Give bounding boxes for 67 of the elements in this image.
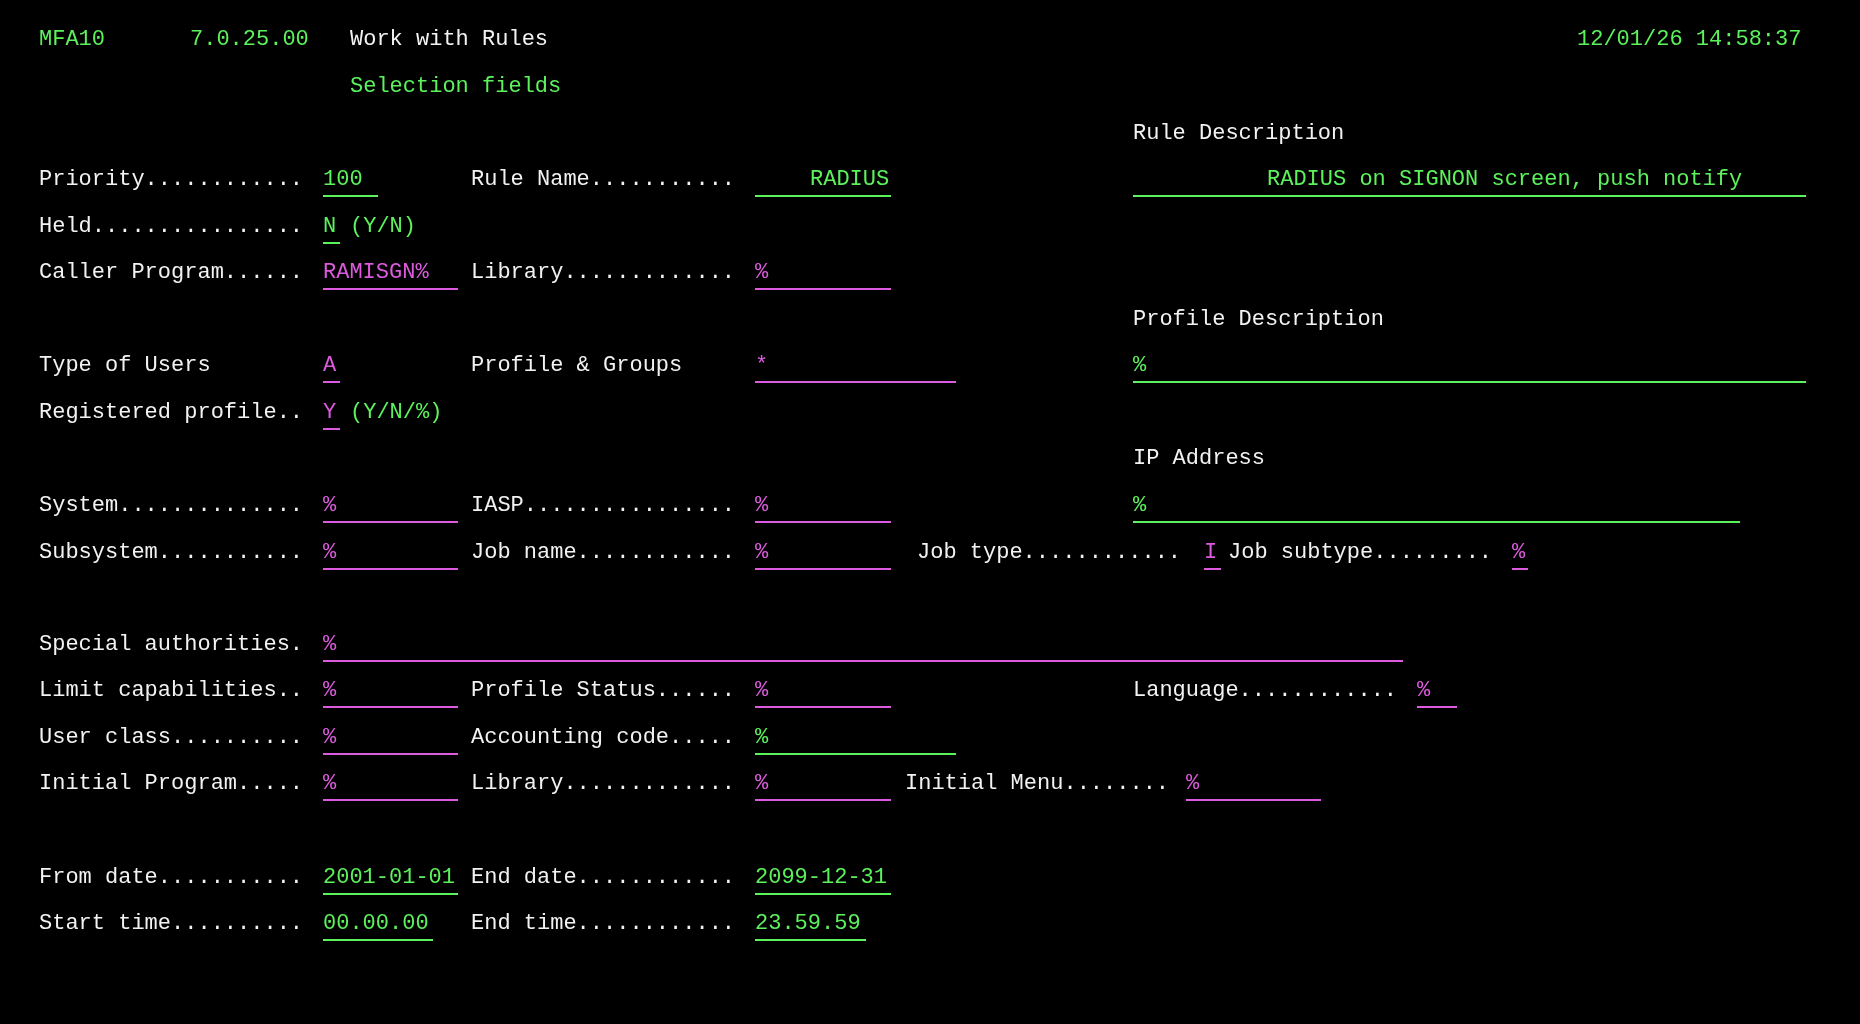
value-hint: (Y/N/%) (350, 399, 443, 427)
field-label: Library............. (471, 259, 736, 287)
field-label: Job type............ (917, 539, 1182, 567)
input-field: % (755, 769, 891, 801)
input-field: % (323, 769, 458, 801)
input-field: % (323, 676, 458, 708)
input-field: % (755, 491, 891, 523)
field-label: System.............. (39, 492, 304, 520)
field-label: Caller Program...... (39, 259, 304, 287)
field-label: Rule Name........... (471, 166, 736, 194)
input-field: % (755, 676, 891, 708)
input-field: % (1512, 538, 1528, 570)
field-label: End time............ (471, 910, 736, 938)
input-field: % (323, 491, 458, 523)
input-field: % (323, 630, 1403, 662)
input-field: 23.59.59 (755, 909, 866, 941)
field-label: Start time.......... (39, 910, 304, 938)
section-heading: Selection fields (350, 73, 562, 101)
field-label: Held................ (39, 213, 304, 241)
field-label: From date........... (39, 864, 304, 892)
input-field: N (323, 212, 340, 244)
field-label: Special authorities. (39, 631, 304, 659)
field-label: Type of Users (39, 352, 211, 380)
input-field: 2099-12-31 (755, 863, 891, 895)
input-field: RADIUS (755, 165, 891, 197)
timestamp: 12/01/26 14:58:37 (1577, 26, 1802, 54)
field-label: Subsystem........... (39, 539, 304, 567)
field-label: IASP................ (471, 492, 736, 520)
input-field: 00.00.00 (323, 909, 433, 941)
input-field: RAMISGN% (323, 258, 458, 290)
input-field: * (755, 351, 956, 383)
input-field: % (1133, 351, 1806, 383)
input-field: % (755, 538, 891, 570)
column-heading: IP Address (1133, 445, 1266, 473)
field-label: Language............ (1133, 677, 1398, 705)
input-field: % (755, 258, 891, 290)
field-label: Initial Program..... (39, 770, 304, 798)
input-field: A (323, 351, 340, 383)
field-label: Accounting code..... (471, 724, 736, 752)
input-field: % (323, 538, 458, 570)
field-label: Initial Menu........ (905, 770, 1170, 798)
field-label: Limit capabilities.. (39, 677, 304, 705)
column-heading: Rule Description (1133, 120, 1345, 148)
input-field: 2001-01-01 (323, 863, 458, 895)
field-label: Profile & Groups (471, 352, 683, 380)
field-label: User class.......... (39, 724, 304, 752)
input-field: 100 (323, 165, 378, 197)
field-label: End date............ (471, 864, 736, 892)
input-field: % (1133, 491, 1740, 523)
input-field: RADIUS on SIGNON screen, push notify (1133, 165, 1806, 197)
input-field: % (755, 723, 956, 755)
input-field: % (323, 723, 458, 755)
field-label: Registered profile.. (39, 399, 304, 427)
value-hint: (Y/N) (350, 213, 416, 241)
column-heading: Profile Description (1133, 306, 1384, 334)
input-field: % (1186, 769, 1321, 801)
field-label: Job subtype......... (1228, 539, 1493, 567)
program-name: MFA10 (39, 26, 105, 54)
input-field: Y (323, 398, 340, 430)
screen-title: Work with Rules (350, 26, 549, 54)
field-label: Profile Status...... (471, 677, 736, 705)
field-label: Job name............ (471, 539, 736, 567)
field-label: Library............. (471, 770, 736, 798)
version-number: 7.0.25.00 (190, 26, 309, 54)
input-field: % (1417, 676, 1457, 708)
field-label: Priority............ (39, 166, 304, 194)
input-field: I (1204, 538, 1221, 570)
